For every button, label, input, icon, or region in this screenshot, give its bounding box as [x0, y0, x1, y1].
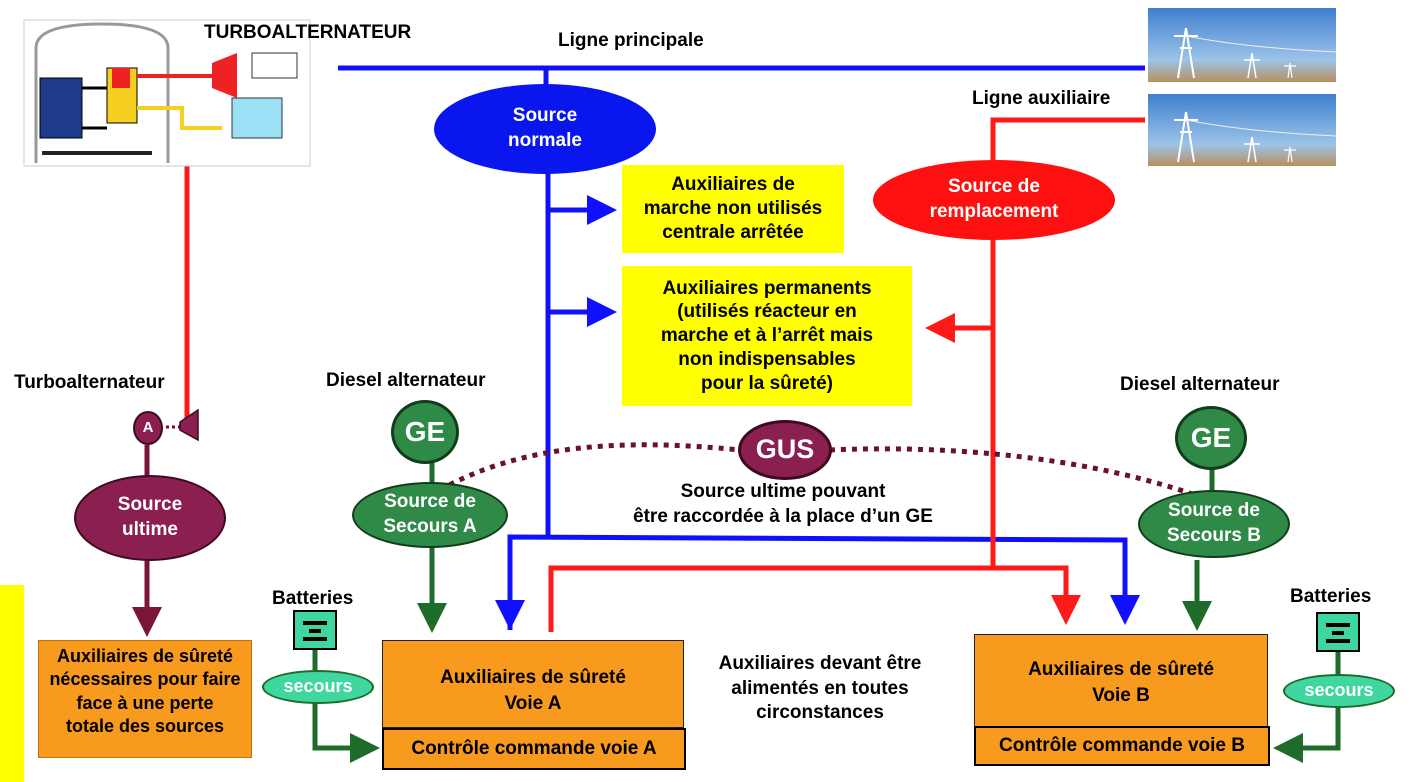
- power-pylons-main-icon: [1148, 8, 1336, 82]
- ligne-auxiliaire-label: Ligne auxiliaire: [972, 88, 1111, 109]
- ligne-principale-label: Ligne principale: [558, 30, 704, 51]
- turboalternateur-label: Turboalternateur: [14, 372, 165, 393]
- left-yellow-strip: [0, 585, 24, 782]
- secours-b-node: secours: [1283, 674, 1395, 708]
- turbine-icon: [179, 408, 199, 442]
- turboalternateur-title: TURBOALTERNATEUR: [204, 22, 412, 43]
- alternator-a-node: A: [133, 411, 163, 445]
- aux-permanents-box: Auxiliaires permanents(utilisés réacteur…: [622, 266, 912, 406]
- batteries-a-label: Batteries: [272, 588, 354, 609]
- ge-b-node: GE: [1175, 406, 1247, 470]
- plant-schematic-icon: [23, 19, 311, 167]
- ge-a-node: GE: [391, 400, 459, 464]
- ctrl-b-box: Contrôle commande voie B: [974, 726, 1270, 766]
- battery-b-icon: [1316, 612, 1360, 652]
- diesel-b-label: Diesel alternateur: [1120, 374, 1280, 395]
- power-pylons-aux-icon: [1148, 94, 1336, 166]
- secours-a-node: secours: [262, 670, 374, 704]
- ctrl-a-box: Contrôle commande voie A: [382, 728, 686, 770]
- battery-a-icon: [293, 610, 337, 650]
- diesel-a-label: Diesel alternateur: [326, 370, 486, 391]
- gus-dotted-link: [438, 442, 741, 493]
- gus-node: GUS: [738, 420, 832, 480]
- batteries-b-label: Batteries: [1290, 586, 1372, 607]
